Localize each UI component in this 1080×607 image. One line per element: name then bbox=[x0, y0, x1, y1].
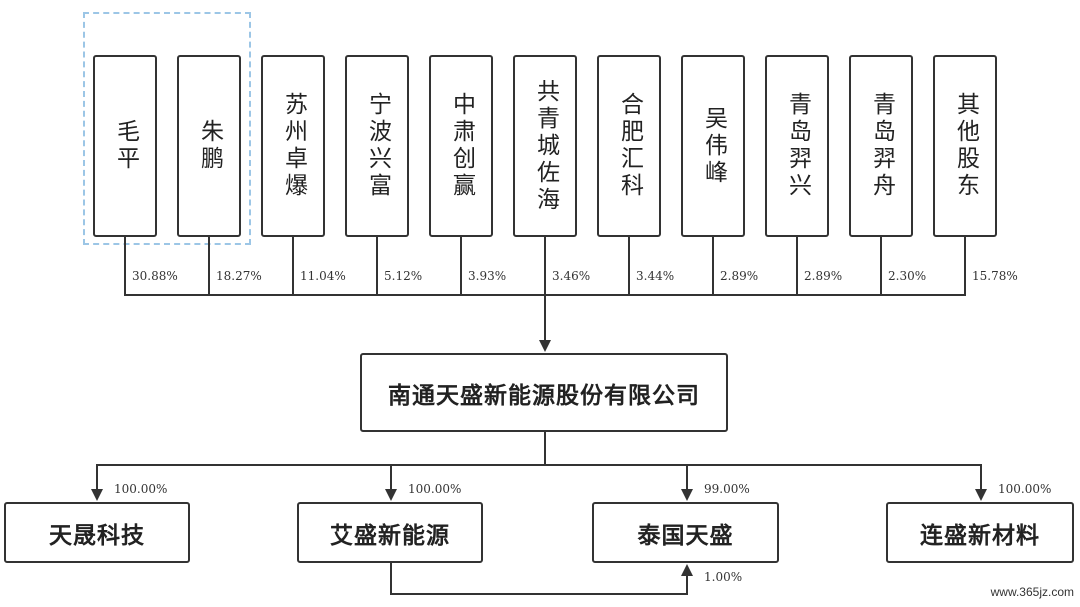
subsidiary-box-aisheng-xinnengyuan: 艾盛新能源 bbox=[297, 502, 483, 563]
connector-line bbox=[796, 237, 798, 295]
subsidiary-name: 天晟科技 bbox=[49, 522, 145, 549]
connector-line bbox=[208, 237, 210, 295]
connector-line bbox=[880, 237, 882, 295]
shareholding-pct: 30.88% bbox=[132, 269, 178, 283]
subsidiary-box-thailand-tiansheng: 泰国天盛 bbox=[592, 502, 779, 563]
connector-line bbox=[712, 237, 714, 295]
connector-line bbox=[390, 464, 392, 490]
company-arrow-line bbox=[544, 295, 546, 341]
main-company-name: 南通天盛新能源股份有限公司 bbox=[388, 382, 700, 409]
shareholding-pct: 11.04% bbox=[300, 269, 346, 283]
arrow-down-icon bbox=[539, 340, 551, 352]
connector-line bbox=[292, 237, 294, 295]
shareholding-pct: 3.93% bbox=[468, 269, 507, 283]
controller-group-outline bbox=[83, 12, 251, 245]
shareholder-box-mao-ping: 毛平 bbox=[93, 55, 157, 237]
connector-line bbox=[96, 464, 98, 490]
shareholder-box-wu-weifeng: 吴伟峰 bbox=[681, 55, 745, 237]
main-company-box: 南通天盛新能源股份有限公司 bbox=[360, 353, 728, 432]
arrow-up-icon bbox=[681, 564, 693, 576]
shareholder-box-zhongsu-chuangying: 中肃创赢 bbox=[429, 55, 493, 237]
cross-holding-line bbox=[390, 593, 688, 595]
subsidiary-pct: 100.00% bbox=[408, 482, 462, 496]
shareholder-box-zhu-peng: 朱鹏 bbox=[177, 55, 241, 237]
shareholding-pct: 3.46% bbox=[552, 269, 591, 283]
subsidiary-box-liansheng-xincailiao: 连盛新材料 bbox=[886, 502, 1074, 563]
shareholder-box-other: 其他股东 bbox=[933, 55, 997, 237]
shareholder-box-qingdao-yizhou: 青岛羿舟 bbox=[849, 55, 913, 237]
shareholding-pct: 2.89% bbox=[804, 269, 843, 283]
shareholding-pct: 15.78% bbox=[972, 269, 1018, 283]
connector-line bbox=[544, 237, 546, 295]
connector-line bbox=[124, 237, 126, 295]
subsidiary-name: 连盛新材料 bbox=[920, 522, 1040, 549]
subsidiary-pct: 100.00% bbox=[114, 482, 168, 496]
shareholder-name: 中肃创赢 bbox=[448, 92, 475, 200]
connector-line bbox=[376, 237, 378, 295]
watermark-text: www.365jz.com bbox=[990, 585, 1074, 599]
shareholder-name: 毛平 bbox=[112, 119, 139, 173]
shareholder-name: 共青城佐海 bbox=[532, 78, 559, 214]
arrow-down-icon bbox=[91, 489, 103, 501]
connector-line bbox=[964, 237, 966, 295]
shareholding-pct: 2.89% bbox=[720, 269, 759, 283]
subsidiary-name: 艾盛新能源 bbox=[330, 522, 450, 549]
shareholder-name: 宁波兴富 bbox=[364, 92, 391, 200]
shareholder-name: 青岛羿兴 bbox=[784, 92, 811, 200]
shareholder-name: 合肥汇科 bbox=[616, 92, 643, 200]
arrow-down-icon bbox=[975, 489, 987, 501]
shareholding-pct: 5.12% bbox=[384, 269, 423, 283]
cross-holding-pct: 1.00% bbox=[704, 570, 743, 584]
subsidiary-box-tiansheng-keji: 天晟科技 bbox=[4, 502, 190, 563]
cross-holding-line bbox=[686, 575, 688, 595]
shareholder-box-hefei-huike: 合肥汇科 bbox=[597, 55, 661, 237]
shareholder-name: 青岛羿舟 bbox=[868, 92, 895, 200]
connector-line bbox=[980, 464, 982, 490]
connector-line bbox=[686, 464, 688, 490]
shareholder-name: 朱鹏 bbox=[196, 119, 223, 173]
subsidiary-name: 泰国天盛 bbox=[637, 522, 734, 549]
shareholder-box-suzhou-zhuobao: 苏州卓爆 bbox=[261, 55, 325, 237]
shareholding-pct: 2.30% bbox=[888, 269, 927, 283]
subsidiary-bus-line bbox=[96, 464, 982, 466]
arrow-down-icon bbox=[681, 489, 693, 501]
subsidiary-pct: 99.00% bbox=[704, 482, 750, 496]
connector-line bbox=[460, 237, 462, 295]
shareholder-name: 吴伟峰 bbox=[700, 105, 727, 187]
subsidiary-pct: 100.00% bbox=[998, 482, 1052, 496]
shareholder-name: 其他股东 bbox=[952, 92, 979, 200]
cross-holding-line bbox=[390, 563, 392, 594]
arrow-down-icon bbox=[385, 489, 397, 501]
connector-line bbox=[628, 237, 630, 295]
shareholder-box-gongqingcheng-zuohai: 共青城佐海 bbox=[513, 55, 577, 237]
shareholding-pct: 18.27% bbox=[216, 269, 262, 283]
shareholder-name: 苏州卓爆 bbox=[280, 92, 307, 200]
shareholder-box-ningbo-xingfu: 宁波兴富 bbox=[345, 55, 409, 237]
shareholding-pct: 3.44% bbox=[636, 269, 675, 283]
subsidiary-trunk-line bbox=[544, 432, 546, 465]
shareholder-box-qingdao-yixing: 青岛羿兴 bbox=[765, 55, 829, 237]
